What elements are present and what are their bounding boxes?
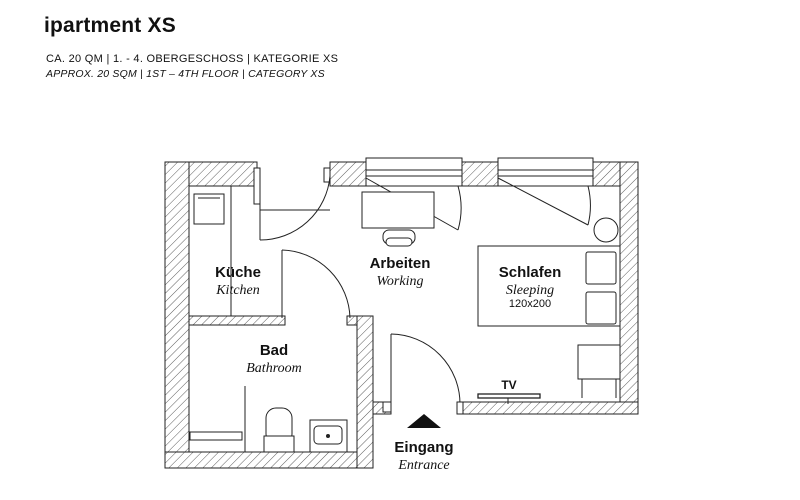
sink-icon: [309, 419, 348, 453]
entrance-label: Eingang: [394, 439, 453, 456]
lamp-icon: [593, 217, 619, 243]
entrance-door: [382, 333, 464, 415]
kitchen-unit: [188, 185, 232, 317]
chair-icon: [382, 229, 416, 247]
bed: [477, 245, 621, 327]
entrance-label-en: Entrance: [397, 458, 449, 473]
tv-label: TV: [501, 378, 516, 392]
bathroom-door: [281, 249, 351, 319]
bed-size-label: 120x200: [509, 298, 551, 310]
desk: [361, 191, 435, 229]
working-label-en: Working: [377, 274, 424, 289]
bathroom-label-en: Bathroom: [246, 361, 301, 376]
subtitle-english: APPROX. 20 SQM | 1ST – 4TH FLOOR | CATEG…: [46, 68, 325, 80]
kitchen-label-en: Kitchen: [215, 283, 260, 298]
page-title: ipartment XS: [44, 14, 176, 37]
sleeping-label-en: Sleeping: [506, 283, 554, 298]
tv-unit: [477, 393, 541, 404]
bathroom-label: Bad: [260, 342, 288, 359]
entrance-arrow-icon: [407, 414, 441, 428]
wardrobe-door: [253, 167, 331, 241]
subtitle-german: CA. 20 QM | 1. - 4. OBERGESCHOSS | KATEG…: [46, 53, 339, 65]
kitchen-label: Küche: [215, 264, 261, 281]
window-left: [365, 157, 463, 231]
outer-walls: [164, 161, 639, 469]
side-table: [577, 344, 621, 398]
toilet-icon: [263, 407, 295, 453]
shower: [189, 386, 246, 452]
window-right: [497, 157, 594, 226]
working-label: Arbeiten: [370, 255, 431, 272]
sleeping-label: Schlafen: [499, 264, 562, 281]
